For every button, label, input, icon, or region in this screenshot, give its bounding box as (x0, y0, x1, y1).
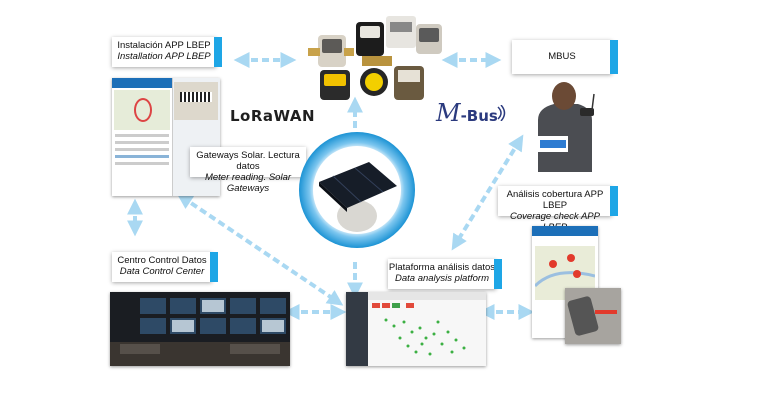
coverage-title: Análisis cobertura APP LBEP (506, 189, 604, 211)
dashboard-icon (346, 292, 486, 366)
phone-app-icon (112, 78, 173, 196)
label-accent-tab (610, 40, 618, 74)
label-accent-tab (210, 252, 218, 282)
platform-subtitle: Data analysis platform (395, 273, 489, 284)
control-center-label: Centro Control Datos Data Control Center (112, 252, 218, 282)
mbus-logo-text: -Bus (460, 107, 498, 125)
mbus-logo: M-Bus (436, 99, 506, 129)
gateways-title: Gateways Solar. Lectura datos (196, 150, 300, 172)
mbus-title: MBUS (548, 51, 576, 62)
data-analysis-dashboard (346, 292, 486, 366)
technician-icon (538, 82, 595, 172)
field-device-photo (565, 288, 621, 344)
lorawan-text: LoRaWAN (230, 107, 316, 125)
gateways-label: Gateways Solar. Lectura datos Meter read… (190, 147, 306, 194)
coverage-app-label: Análisis cobertura APP LBEP Coverage che… (498, 186, 618, 233)
arrow-installation-platform (176, 193, 344, 306)
control-center-subtitle: Data Control Center (119, 266, 205, 277)
map-pin-icon (533, 254, 596, 288)
mbus-logo-m: M (436, 99, 461, 127)
platform-title: Plataforma análisis datos (388, 262, 496, 273)
water-meter-icon (308, 16, 442, 100)
installation-title: Instalación APP LBEP (117, 40, 211, 51)
water-meters-image (300, 10, 448, 106)
installation-app-label: Instalación APP LBEP Installation APP LB… (112, 37, 222, 67)
solar-gateway-hub (297, 130, 417, 250)
technician-image (528, 80, 604, 172)
arrow-mbus-platform (451, 134, 524, 251)
installation-app-screenshot (112, 78, 220, 196)
label-accent-tab (214, 37, 222, 67)
label-accent-tab (610, 186, 618, 216)
radio-waves-icon (497, 105, 506, 121)
control-center-title: Centro Control Datos (117, 255, 207, 266)
platform-label: Plataforma análisis datos Data analysis … (388, 259, 502, 289)
solar-gateway-icon (299, 132, 415, 248)
gateways-subtitle: Meter reading. Solar Gateways (204, 172, 292, 194)
lorawan-logo: LoRaWAN (230, 107, 315, 126)
installation-subtitle: Installation APP LBEP (117, 51, 211, 62)
data-control-center-photo (110, 292, 290, 366)
monitor-wall-icon (110, 298, 290, 366)
label-accent-tab (494, 259, 502, 289)
mbus-label: MBUS (512, 40, 618, 74)
